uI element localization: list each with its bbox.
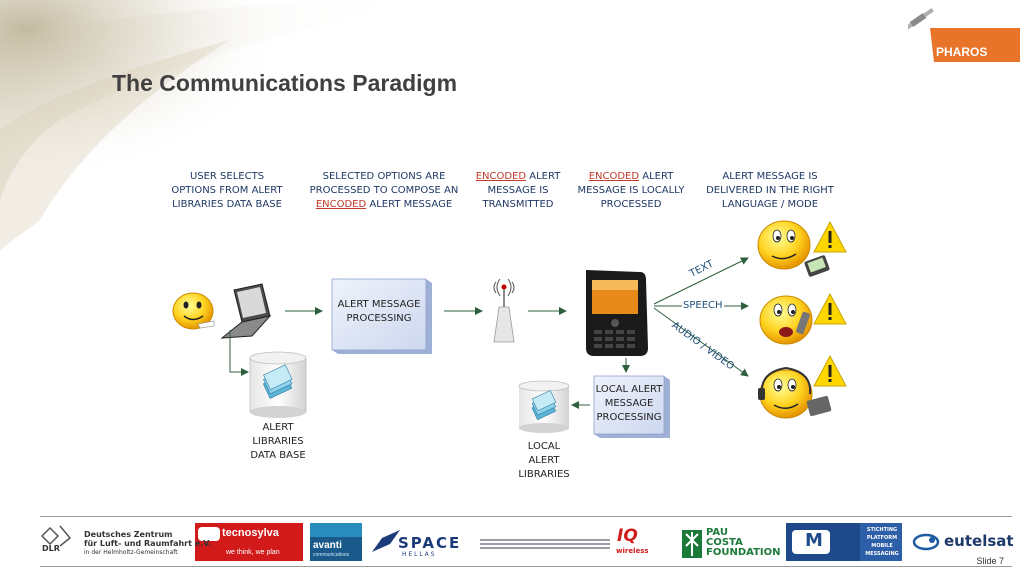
user-smiley-icon — [172, 292, 215, 330]
recipient-audio-video-smiley-icon — [758, 366, 832, 419]
eutelsat-logo-icon — [912, 533, 940, 551]
dlr-logo-text: Deutsches Zentrum für Luft- und Raumfahr… — [84, 530, 212, 556]
header-delivered: ALERT MESSAGE IS DELIVERED IN THE RIGHT … — [706, 171, 834, 210]
recipient-speech-smiley-icon — [759, 295, 813, 345]
avanti-tagline: communications — [313, 552, 350, 558]
processing-label: ALERT MESSAGE PROCESSING — [337, 299, 421, 324]
pharos-logo-text: PHAROS — [936, 45, 987, 59]
pharos-logo: PHAROS — [908, 8, 1020, 62]
tecnosylva-tagline: we think, we plan — [226, 549, 280, 556]
space-hellas-tagline: H E L L A S — [402, 551, 435, 558]
warning-icon — [813, 292, 847, 325]
local-database-icon — [518, 380, 570, 433]
recipient-text-smiley-icon — [757, 220, 830, 277]
pau-costa-logo-icon — [682, 530, 702, 558]
eutelsat-logo: eutelsat — [944, 532, 1014, 550]
local-database-label: LOCAL ALERT LIBRARIES — [518, 441, 570, 480]
stichting-logo-mark: M — [805, 530, 823, 551]
footer-top-rule — [40, 516, 1012, 517]
header-user-selects: USER SELECTS OPTIONS FROM ALERT LIBRARIE… — [171, 171, 283, 210]
iq-wireless-tagline: wireless — [616, 547, 649, 555]
header-options-processed: SELECTED OPTIONS ARE PROCESSED TO COMPOS… — [309, 171, 459, 210]
laptop-icon — [220, 283, 272, 339]
smartphone-icon — [586, 270, 648, 356]
mode-speech-label: SPEECH — [682, 300, 724, 311]
stichting-logo-text: STICHTING PLATFORM MOBILE MESSAGING — [865, 527, 899, 557]
warning-icon — [813, 220, 847, 253]
tecnosylva-logo: tecnosylva — [222, 527, 279, 539]
dlr-logo-icon — [40, 525, 72, 547]
alert-database-icon — [249, 351, 307, 418]
local-processing-box — [593, 375, 670, 438]
slide-number: Slide 7 — [976, 556, 1004, 566]
stripes-logo-icon — [480, 539, 610, 549]
space-hellas-icon — [372, 530, 400, 552]
antenna-icon — [493, 278, 515, 343]
local-processing-label: LOCAL ALERT MESSAGE PROCESSING — [595, 384, 663, 423]
space-hellas-logo: SPACE — [398, 534, 462, 552]
iq-wireless-logo: IQ — [617, 526, 638, 546]
dlr-logo: DLR — [42, 544, 60, 553]
avanti-logo: avanti — [313, 540, 342, 551]
pau-costa-logo: PAU COSTA FOUNDATION — [706, 527, 781, 558]
header-transmitted: ENCODED ALERT MESSAGE IS TRANSMITTED — [475, 171, 561, 210]
header-locally-processed: ENCODED ALERT MESSAGE IS LOCALLY PROCESS… — [577, 171, 685, 210]
page-title: The Communications Paradigm — [112, 70, 458, 96]
footer-bottom-rule — [40, 566, 1012, 567]
alert-database-label: ALERT LIBRARIES DATA BASE — [250, 422, 306, 461]
warning-icon — [813, 354, 847, 387]
alert-message-processing-box — [331, 278, 432, 354]
